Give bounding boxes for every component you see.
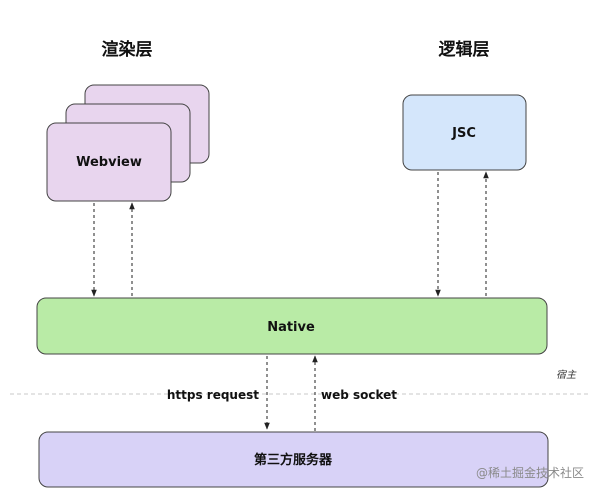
native-box xyxy=(36,297,548,355)
logic-layer-title: 逻辑层 xyxy=(439,39,490,60)
webview-stack: Webview xyxy=(46,84,210,202)
web-socket-label: web socket xyxy=(321,388,397,402)
webview-label: Webview xyxy=(76,155,142,170)
third-party-server-label: 第三方服务器 xyxy=(254,452,333,468)
jsc-label: JSC xyxy=(451,126,476,141)
webview-card-front xyxy=(46,122,172,202)
native-label: Native xyxy=(267,320,315,335)
render-layer-title: 渲染层 xyxy=(102,39,153,60)
native-node: Native xyxy=(36,297,548,355)
https-request-label: https request xyxy=(167,388,259,402)
third-party-server-box xyxy=(38,431,549,488)
jsc-node: JSC xyxy=(402,94,527,171)
jsc-box xyxy=(402,94,527,171)
third-party-server-node: 第三方服务器 xyxy=(38,431,549,488)
host-label: 宿主 xyxy=(556,369,577,381)
watermark: @稀土掘金技术社区 xyxy=(476,465,584,480)
